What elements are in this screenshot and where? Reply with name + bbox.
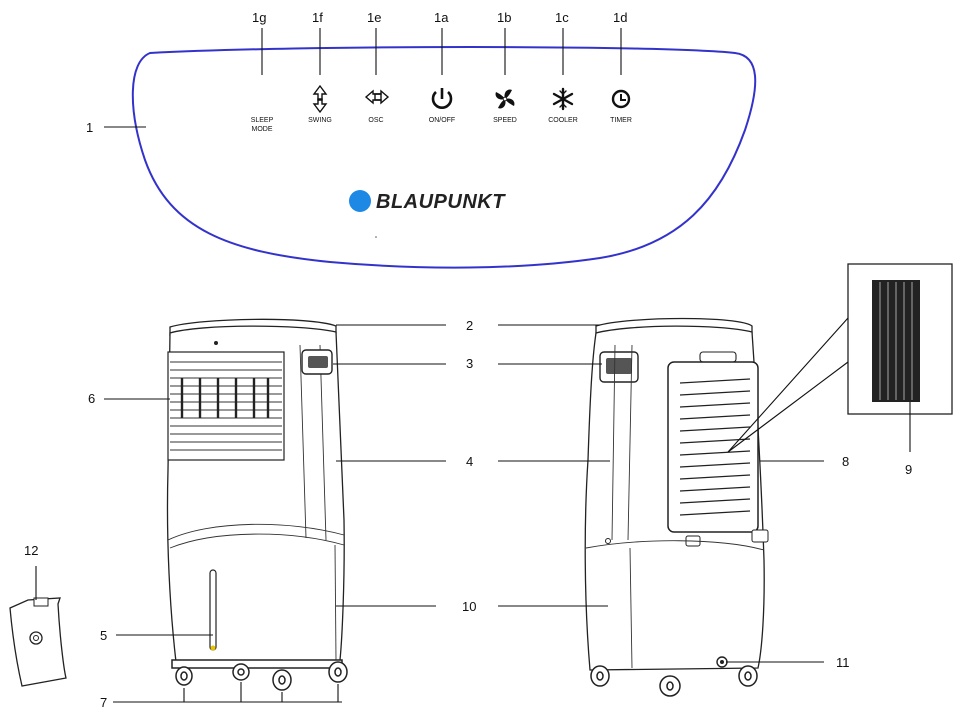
callout-1: 1 (86, 120, 93, 135)
control-panel-outline (131, 46, 757, 269)
power-icon (431, 88, 453, 109)
cooler-label: COOLER (548, 117, 578, 124)
callout-8: 8 (842, 454, 849, 469)
button-id-1d: 1d (613, 10, 627, 25)
on-off-label: ON/OFF (429, 117, 455, 124)
callout-7: 7 (100, 695, 107, 710)
water-level-indicator (209, 569, 217, 651)
osc-button[interactable]: OSC (364, 89, 390, 124)
control-panel: 1 BLAUPUNKT 1g 1f 1e 1a 1b 1c 1d SLEEP M… (86, 10, 757, 269)
button-id-1a: 1a (434, 10, 449, 25)
callout-4: 4 (466, 454, 473, 469)
power-button[interactable]: ON/OFF (429, 88, 455, 124)
inset-guide-line-lower (727, 361, 849, 453)
sleep-mode-button[interactable]: SLEEP MODE (251, 89, 274, 133)
button-id-1b: 1b (497, 10, 511, 25)
callout-2: 2 (466, 318, 473, 333)
rear-castor-wheels (590, 665, 758, 697)
callout-10: 10 (462, 599, 476, 614)
moon-icon (257, 89, 266, 107)
brand-logo: BLAUPUNKT (376, 191, 506, 213)
callout-12: 12 (24, 543, 38, 558)
front-air-outlet-louvres (167, 351, 285, 461)
callout-9: 9 (905, 462, 912, 477)
callout-11: 11 (836, 655, 850, 670)
oscillate-arrows-icon (364, 89, 390, 105)
front-view-air-cooler (113, 318, 348, 703)
rear-view-air-cooler (584, 317, 769, 697)
button-id-1g: 1g (252, 10, 266, 25)
fan-icon (495, 89, 515, 109)
swing-arrows-icon (312, 84, 328, 114)
swing-button[interactable]: SWING (308, 84, 332, 124)
rear-filter-grille (667, 361, 759, 533)
button-id-1c: 1c (555, 10, 569, 25)
sleep-mode-label-line2: MODE (252, 126, 273, 133)
callout-3: 3 (466, 356, 473, 371)
ice-pack: 12 (9, 543, 67, 687)
callout-5: 5 (100, 628, 107, 643)
brand-dot-icon (349, 190, 371, 212)
speed-label: SPEED (493, 117, 517, 124)
snowflake-icon (552, 87, 574, 111)
front-castor-wheels (171, 659, 348, 691)
timer-label: TIMER (610, 117, 632, 124)
button-id-1e: 1e (367, 10, 381, 25)
osc-label: OSC (368, 117, 383, 124)
panel-dot (375, 236, 377, 238)
inset-guide-line-upper (727, 317, 849, 453)
callout-6: 6 (88, 391, 95, 406)
filter-inset: 9 (727, 263, 953, 477)
cooler-button[interactable]: COOLER (548, 87, 578, 124)
timer-button[interactable]: TIMER (610, 89, 632, 124)
speed-button[interactable]: SPEED (493, 89, 517, 124)
clock-icon (611, 89, 631, 109)
button-id-1f: 1f (312, 10, 323, 25)
swing-label: SWING (308, 117, 332, 124)
sleep-mode-label-line1: SLEEP (251, 117, 274, 124)
